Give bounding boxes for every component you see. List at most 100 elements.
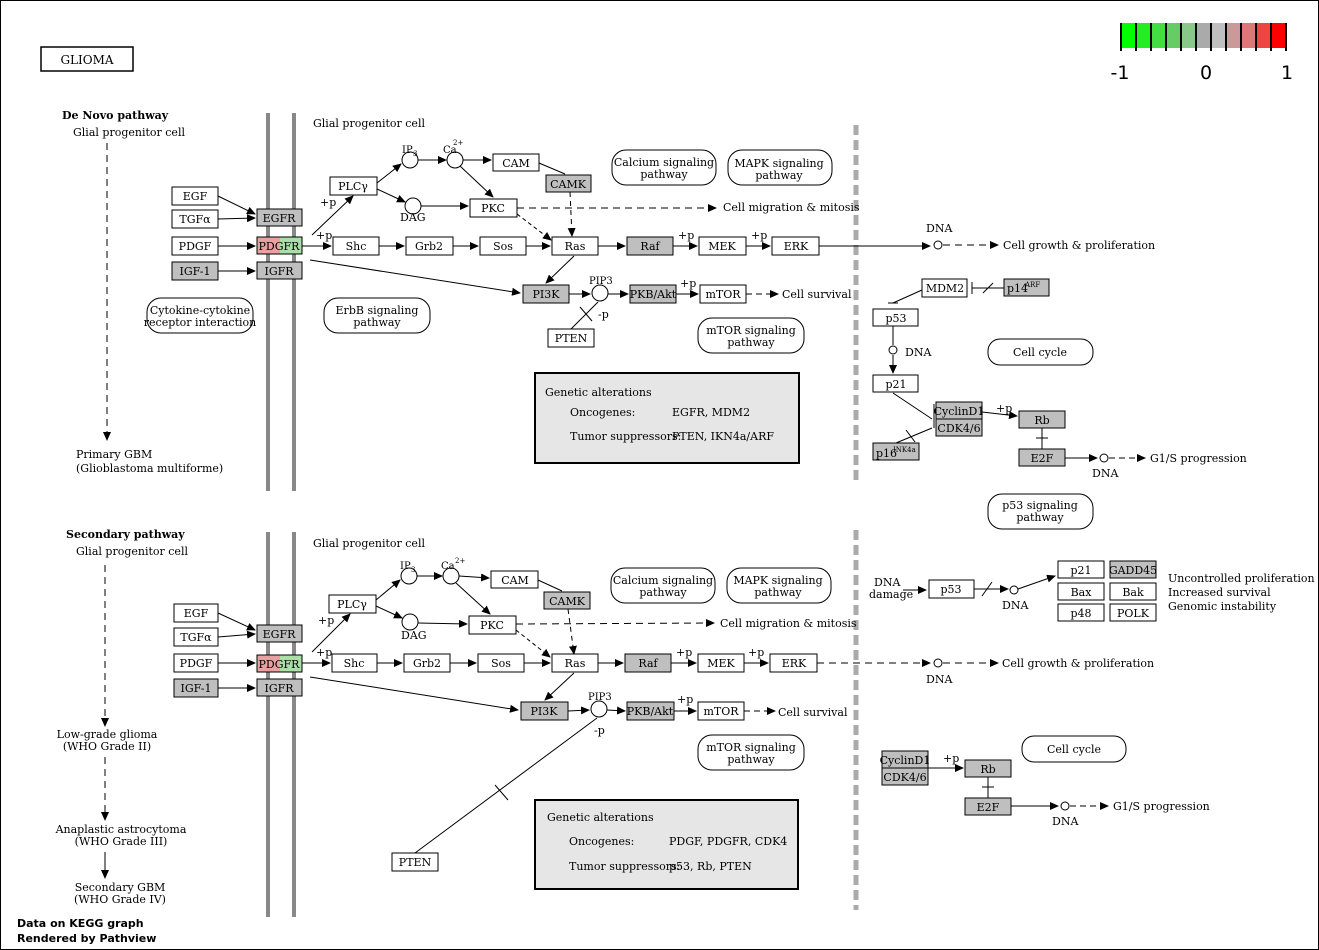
compound-dna[interactable] bbox=[1060, 801, 1070, 811]
gene-pkc[interactable]: PKC bbox=[469, 198, 518, 218]
gene-cam[interactable]: CAM bbox=[490, 570, 539, 589]
gene-rb[interactable]: Rb bbox=[1018, 410, 1066, 429]
gene-pkb[interactable]: PKB/Akt bbox=[626, 701, 675, 721]
gene-tgfa[interactable]: TGFα bbox=[173, 627, 219, 647]
gene-sos[interactable]: Sos bbox=[477, 653, 525, 673]
gene-camk[interactable]: CAMK bbox=[543, 591, 591, 610]
compound-dna[interactable] bbox=[1099, 453, 1109, 463]
gene-plcy[interactable]: PLCγ bbox=[328, 594, 377, 614]
gene-p48[interactable]: p48 bbox=[1057, 603, 1105, 622]
gene-egfr[interactable]: EGFR bbox=[256, 208, 303, 227]
gene-ras[interactable]: Ras bbox=[551, 236, 599, 256]
gene-pdgfr[interactable]: PDGFR bbox=[256, 236, 303, 255]
svg-text:Tumor suppressors:: Tumor suppressors: bbox=[570, 430, 681, 443]
compound-dna[interactable] bbox=[933, 240, 943, 250]
compound-pip3[interactable] bbox=[590, 700, 608, 718]
gene-camk[interactable]: CAMK bbox=[545, 174, 592, 193]
gene-egf[interactable]: EGF bbox=[171, 186, 219, 206]
gene-raf[interactable]: Raf bbox=[624, 653, 672, 673]
compound-dna[interactable] bbox=[1009, 585, 1019, 595]
gene-tgfa[interactable]: TGFα bbox=[171, 209, 219, 229]
gene-mek[interactable]: MEK bbox=[698, 236, 747, 256]
gene-sos[interactable]: Sos bbox=[479, 236, 527, 256]
gene-igfr[interactable]: IGFR bbox=[256, 261, 303, 280]
gene-pdgf[interactable]: PDGF bbox=[171, 236, 219, 256]
gene-erk[interactable]: ERK bbox=[769, 653, 818, 673]
gene-e2f[interactable]: E2F bbox=[964, 797, 1012, 816]
gene-rb[interactable]: Rb bbox=[964, 759, 1012, 778]
gene-cam[interactable]: CAM bbox=[492, 153, 540, 172]
svg-text:E2F: E2F bbox=[977, 801, 1000, 814]
svg-text:pathway: pathway bbox=[727, 753, 775, 766]
gene-bak[interactable]: Bak bbox=[1109, 582, 1157, 601]
gene-pi3k[interactable]: PI3K bbox=[522, 284, 570, 304]
gene-pdgfr[interactable]: PDGFR bbox=[256, 654, 303, 673]
svg-text:ERK: ERK bbox=[784, 240, 809, 253]
gene-plcy[interactable]: PLCγ bbox=[329, 176, 378, 196]
legend-color-scale bbox=[1120, 23, 1287, 51]
membrane-line bbox=[292, 532, 296, 917]
svg-text:MEK: MEK bbox=[707, 657, 735, 670]
legend-cell bbox=[1241, 23, 1257, 48]
gene-shc[interactable]: Shc bbox=[332, 236, 380, 256]
gene-mtor[interactable]: mTOR bbox=[697, 701, 745, 721]
gene-pkc[interactable]: PKC bbox=[468, 615, 517, 635]
gene-mdm2[interactable]: MDM2 bbox=[921, 278, 968, 298]
gene-grb2[interactable]: Grb2 bbox=[405, 236, 454, 256]
gene-pi3k[interactable]: PI3K bbox=[520, 701, 569, 721]
gene-pkb[interactable]: PKB/Akt bbox=[629, 284, 677, 304]
svg-text:DNA: DNA bbox=[1052, 815, 1079, 828]
pathway-cellcycle[interactable]: Cell cycle bbox=[1021, 735, 1127, 763]
gene-p53[interactable]: p53 bbox=[928, 579, 975, 599]
gene-pdgf[interactable]: PDGF bbox=[173, 653, 219, 673]
gene-cdk46[interactable]: CDK4/6 bbox=[881, 767, 929, 786]
gene-cyclind1[interactable]: CyclinD1 bbox=[880, 750, 931, 769]
pathway-cellcycle[interactable]: Cell cycle bbox=[987, 338, 1094, 366]
compound-dna[interactable] bbox=[933, 658, 943, 668]
compound-dag[interactable] bbox=[401, 613, 419, 631]
gene-cyclind1[interactable]: CyclinD1 bbox=[934, 401, 985, 420]
gene-pten[interactable]: PTEN bbox=[547, 328, 595, 348]
svg-text:CAMK: CAMK bbox=[549, 595, 586, 608]
compound-pip3[interactable] bbox=[591, 284, 609, 302]
svg-text:IGF-1: IGF-1 bbox=[181, 682, 212, 695]
gene-e2f[interactable]: E2F bbox=[1018, 448, 1066, 467]
gene-polk[interactable]: POLK bbox=[1109, 603, 1157, 622]
gene-gadd45[interactable]: GADD45 bbox=[1109, 560, 1157, 579]
gene-ras[interactable]: Ras bbox=[551, 653, 599, 673]
gene-egf[interactable]: EGF bbox=[173, 603, 219, 623]
gene-igfr[interactable]: IGFR bbox=[256, 678, 303, 697]
gene-igf1[interactable]: IGF-1 bbox=[173, 678, 219, 698]
gene-grb2[interactable]: Grb2 bbox=[403, 653, 451, 673]
svg-text:2+: 2+ bbox=[455, 557, 465, 565]
svg-text:PIP3: PIP3 bbox=[588, 692, 612, 703]
gene-mtor[interactable]: mTOR bbox=[699, 284, 747, 304]
gene-p53[interactable]: p53 bbox=[872, 308, 919, 327]
gene-p21[interactable]: p21 bbox=[872, 374, 919, 393]
gene-cdk46[interactable]: CDK4/6 bbox=[935, 418, 983, 437]
svg-text:p53, Rb, PTEN: p53, Rb, PTEN bbox=[669, 860, 752, 873]
compound-dna[interactable] bbox=[888, 345, 898, 355]
gene-raf[interactable]: Raf bbox=[626, 236, 674, 256]
gene-p21[interactable]: p21 bbox=[1057, 560, 1105, 579]
gene-erk[interactable]: ERK bbox=[771, 236, 820, 256]
gene-igf1[interactable]: IGF-1 bbox=[171, 261, 219, 281]
gene-pten[interactable]: PTEN bbox=[391, 852, 439, 872]
gene-shc[interactable]: Shc bbox=[331, 653, 378, 673]
gene-egfr[interactable]: EGFR bbox=[256, 624, 303, 643]
legend-cell bbox=[1181, 23, 1197, 48]
gene-bax[interactable]: Bax bbox=[1057, 582, 1105, 601]
gene-mek[interactable]: MEK bbox=[697, 653, 745, 673]
svg-text:DAG: DAG bbox=[400, 211, 426, 224]
